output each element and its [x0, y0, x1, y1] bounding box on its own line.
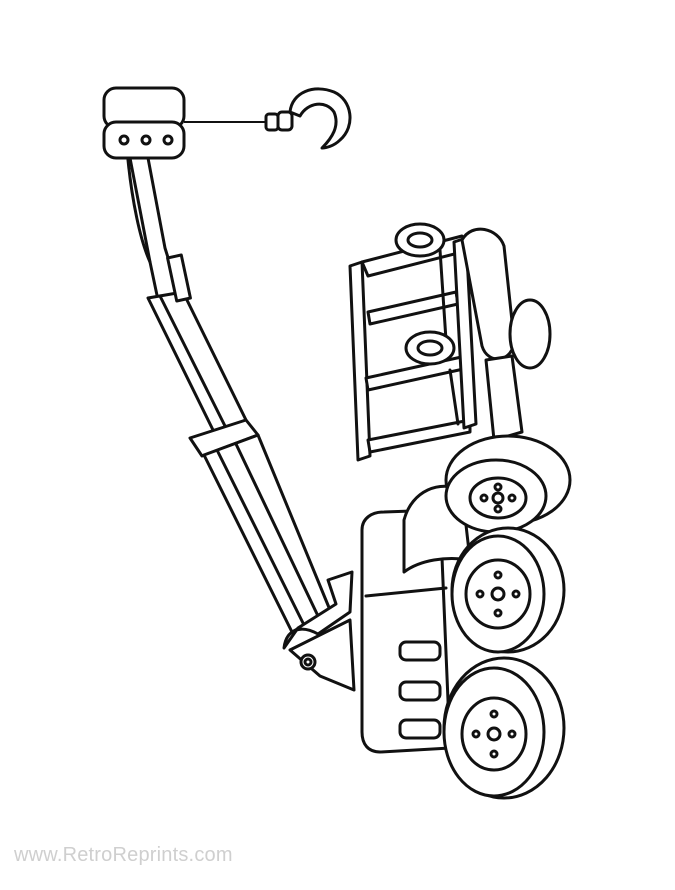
- hook-icon: [264, 87, 352, 150]
- cab-support: [484, 354, 524, 442]
- wheel-rear: [442, 656, 566, 800]
- seat-back: [460, 227, 552, 370]
- wheel-front: [444, 434, 572, 534]
- wheel-middle: [450, 526, 566, 654]
- cab-lights: [394, 222, 456, 366]
- crane-boom: [126, 156, 356, 692]
- pulley-box: [102, 86, 186, 160]
- watermark-text: www.RetroReprints.com: [14, 844, 233, 866]
